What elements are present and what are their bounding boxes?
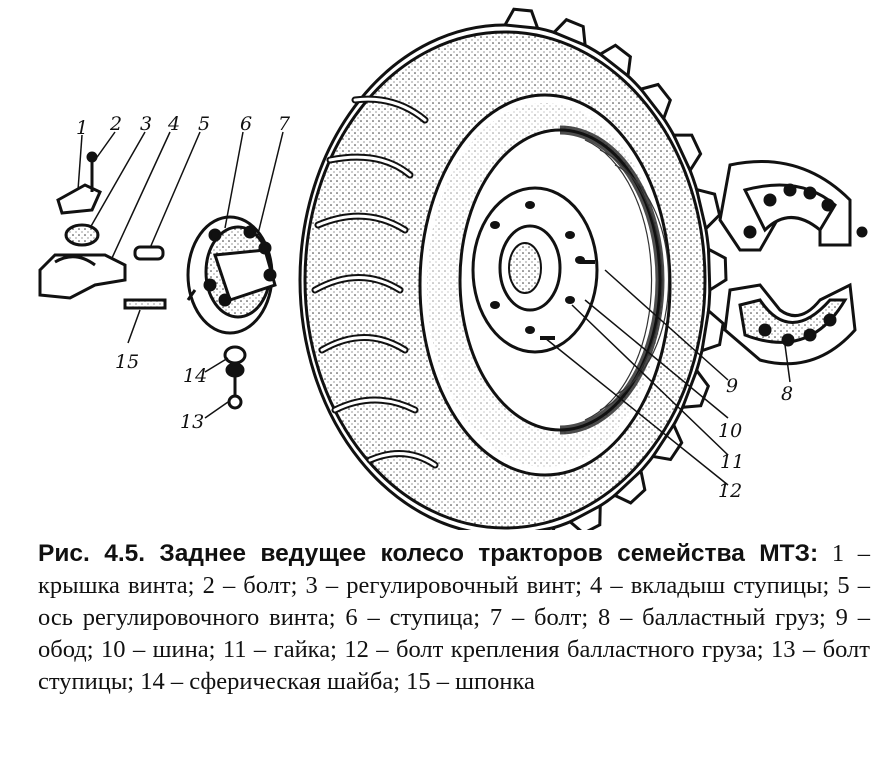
callout-4: 4 xyxy=(167,113,180,135)
rim xyxy=(418,93,672,477)
tread-lug xyxy=(650,421,684,462)
callout-1: 1 xyxy=(76,117,88,139)
callout-2: 2 xyxy=(109,113,122,135)
callout-5: 5 xyxy=(198,113,210,135)
tread-lug xyxy=(551,17,587,48)
figure-caption: Рис. 4.5. Заднее ведущее колесо тракторо… xyxy=(38,538,870,698)
wheel-exploded-diagram: 1 2 3 4 5 6 7 8 9 10 11 12 13 14 15 xyxy=(38,7,868,530)
callout-3: 3 xyxy=(140,113,152,135)
tread-lug xyxy=(567,503,602,530)
ballast-weights xyxy=(718,160,868,366)
tread-lug xyxy=(706,246,728,293)
callout-9: 9 xyxy=(726,375,738,397)
callout-7: 7 xyxy=(278,113,291,135)
tread-lug xyxy=(700,307,725,353)
callout-labels: 1 2 3 4 5 6 7 8 9 10 11 12 13 14 15 xyxy=(76,113,793,502)
callout-13: 13 xyxy=(180,411,204,433)
tread-lug xyxy=(597,43,632,79)
leader-lines xyxy=(77,131,791,486)
caption-body: 1 – крышка винта; 2 – болт; 3 – регулиро… xyxy=(38,540,871,695)
tread-lug xyxy=(612,467,647,505)
callout-14: 14 xyxy=(183,365,207,387)
tread-lug xyxy=(680,367,711,409)
caption-figure-label: Рис. 4.5. Заднее ведущее колесо тракторо… xyxy=(38,540,819,567)
callout-15: 15 xyxy=(115,351,139,373)
tread-lug xyxy=(638,82,672,122)
hub-small-parts xyxy=(38,151,247,410)
callout-8: 8 xyxy=(781,383,793,405)
tread-lug xyxy=(502,7,540,30)
tread-lug xyxy=(534,525,557,530)
callout-11: 11 xyxy=(720,451,744,473)
callout-12: 12 xyxy=(718,480,742,502)
tread-lug xyxy=(671,133,703,174)
callout-6: 6 xyxy=(240,113,252,135)
callout-10: 10 xyxy=(718,420,742,442)
hub xyxy=(186,215,277,335)
